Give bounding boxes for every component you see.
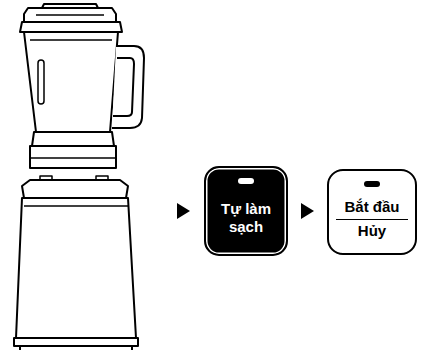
button-label: Bắt đầu <box>344 198 399 216</box>
arrow-head <box>301 203 314 219</box>
button-label: Tự làm sạch <box>215 200 277 236</box>
blender-base <box>14 176 138 350</box>
blender-jar <box>20 4 144 168</box>
indicator-light <box>364 181 380 187</box>
divider-line <box>336 219 408 220</box>
button-box: Tự làm sạch <box>204 166 288 256</box>
indicator-light <box>238 178 254 184</box>
flow-arrow <box>301 203 314 219</box>
button-box: Bắt đầuHủy <box>327 169 417 255</box>
button-label: Hủy <box>358 222 386 240</box>
flow-arrow <box>177 203 190 219</box>
